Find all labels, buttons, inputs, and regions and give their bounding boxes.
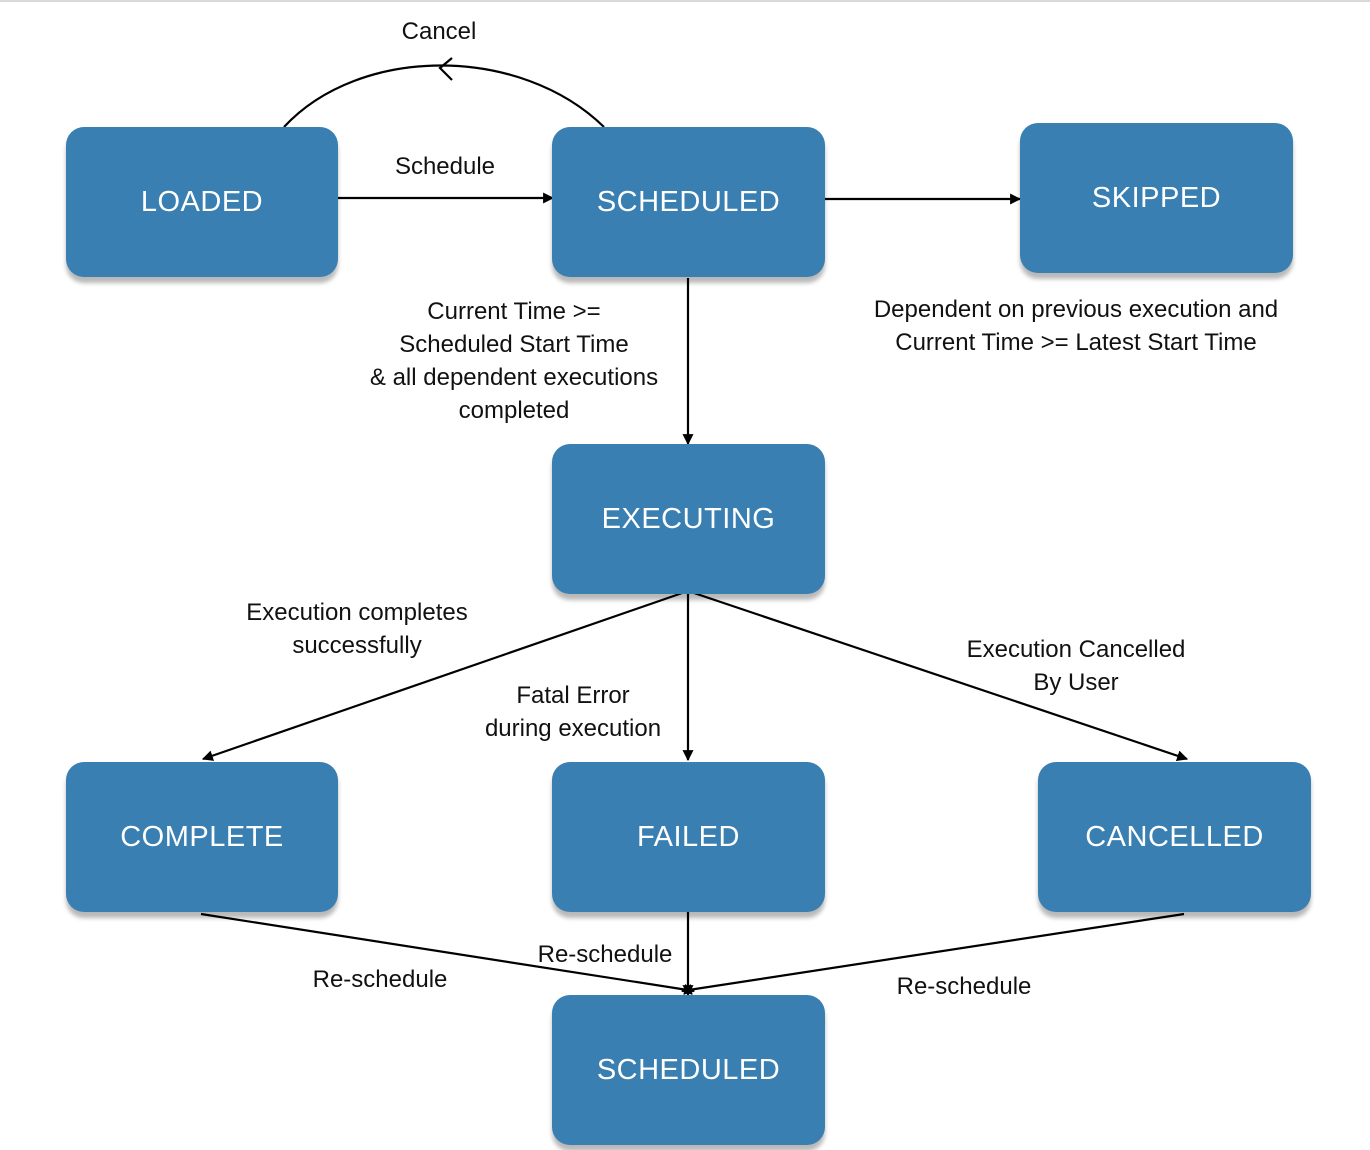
label-cancelled-condition: Execution Cancelled By User (966, 636, 1186, 696)
edge-complete (201, 589, 689, 761)
label-skip-condition: Dependent on previous execution and Curr… (873, 296, 1279, 356)
edge-cancel-arrowhead (438, 57, 453, 81)
state-skipped: SKIPPED (1020, 123, 1293, 273)
state-loaded: LOADED (66, 127, 338, 277)
label-complete-condition: Execution completes successfully (246, 599, 468, 659)
label-cancel: Cancel (401, 18, 477, 45)
state-failed: FAILED (552, 762, 825, 912)
state-cancelled: CANCELLED (1038, 762, 1311, 912)
edge-cancelled (687, 589, 1189, 762)
edge-reschedule-cancelled (680, 912, 1185, 995)
state-scheduled: SCHEDULED (552, 127, 825, 277)
edge-cancel (283, 64, 605, 128)
label-reschedule-failed: Re-schedule (537, 941, 673, 968)
label-schedule: Schedule (394, 153, 496, 180)
state-complete: COMPLETE (66, 762, 338, 912)
label-reschedule-cancelled: Re-schedule (896, 973, 1032, 1000)
label-execute-condition: Current Time >= Scheduled Start Time & a… (369, 298, 659, 424)
edge-reschedule-complete (200, 912, 696, 995)
state-executing: EXECUTING (552, 444, 825, 594)
top-divider (0, 0, 1370, 2)
label-reschedule-complete: Re-schedule (312, 966, 448, 993)
label-fail-condition: Fatal Error during execution (484, 682, 662, 742)
state-rescheduled: SCHEDULED (552, 995, 825, 1145)
